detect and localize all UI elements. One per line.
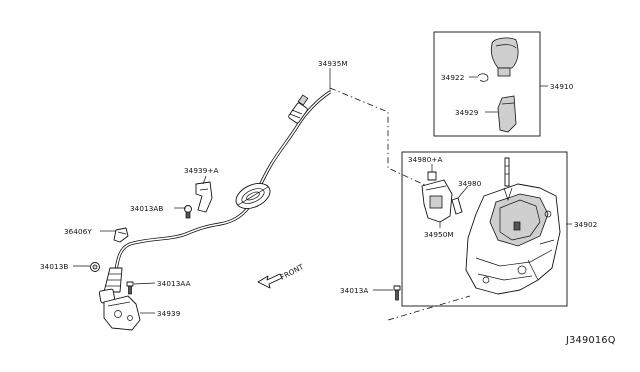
label-34939: 34939 xyxy=(157,309,181,318)
knob-inset-box xyxy=(433,31,541,137)
label-34013a: 34013A xyxy=(340,286,368,295)
bracket-34939 xyxy=(103,295,141,331)
label-34980: 34980 xyxy=(458,179,482,188)
shift-knob-34910 xyxy=(477,37,519,133)
clamp-36406y xyxy=(113,227,129,243)
label-34013ab: 34013AB xyxy=(130,204,163,213)
label-34929: 34929 xyxy=(455,108,479,117)
label-34950m: 34950M xyxy=(424,230,454,239)
cable-end-upper xyxy=(288,94,309,124)
label-36406y: 36406Y xyxy=(64,227,92,236)
control-device-box xyxy=(401,151,568,307)
control-device-34902 xyxy=(393,157,561,301)
bracket-34939a xyxy=(195,181,213,213)
cable-end-lower xyxy=(98,267,123,304)
reference-lines xyxy=(329,87,471,321)
cable-grommet xyxy=(235,183,271,209)
label-34013b: 34013B xyxy=(40,262,68,271)
bolt-34013ab xyxy=(184,205,192,219)
nut-34013b xyxy=(90,262,100,272)
part-34980 xyxy=(451,197,463,215)
diagram-code: J349016Q xyxy=(565,335,616,346)
leaders-device xyxy=(373,164,572,291)
label-34935m: 34935M xyxy=(318,59,348,68)
label-front: FRONT xyxy=(279,262,306,282)
label-34980a: 34980+A xyxy=(408,155,443,164)
label-34939a: 34939+A xyxy=(184,166,219,175)
label-34922: 34922 xyxy=(441,73,464,82)
label-34902: 34902 xyxy=(574,220,597,229)
front-arrow-icon xyxy=(257,273,283,289)
label-34013aa: 34013AA xyxy=(157,279,191,288)
shift-cable-34935m xyxy=(90,90,331,331)
bolt-34013a xyxy=(393,285,401,301)
connector-34980a xyxy=(427,171,437,181)
label-34910: 34910 xyxy=(550,82,574,91)
clip-34922 xyxy=(477,73,489,82)
leaders-knob xyxy=(469,76,548,113)
bolt-34013aa xyxy=(126,281,134,295)
boot-34929 xyxy=(497,95,517,133)
